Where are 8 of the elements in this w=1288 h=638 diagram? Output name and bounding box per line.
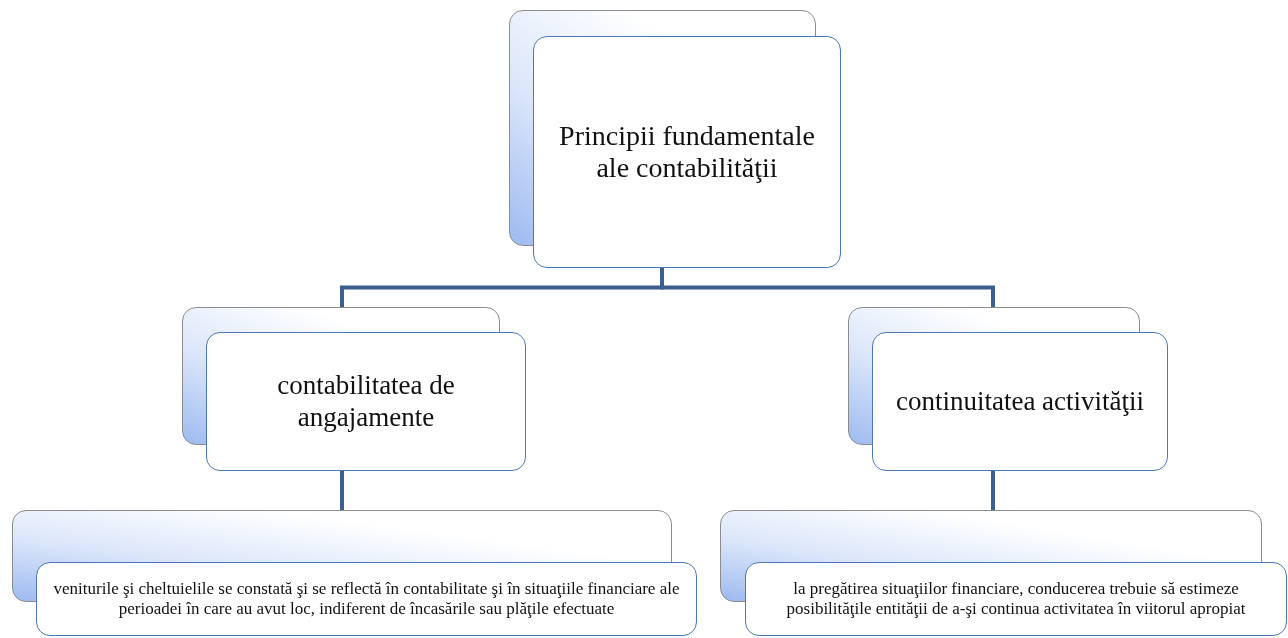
- card-text: Principii fundamentale ale contabilităţii: [558, 119, 816, 185]
- card-text: contabilitatea de angajamente: [276, 370, 456, 433]
- connector-line: [660, 268, 995, 307]
- card-text: continuitatea activităţii: [895, 385, 1145, 417]
- connector-line: [991, 471, 995, 510]
- card-text: veniturile şi cheltuielile se constată şi se reflectă în contabilitate şi în situaţiile financiare ale perioadei în care au avut loc, indiferent de încasările sau plăţile efectuate: [52, 579, 681, 619]
- connector-line: [340, 471, 344, 510]
- card-text: la pregătirea situaţiilor financiare, conducerea trebuie să estimeze posibilităţile entităţii de a-şi continua activitatea în viitorul apropiat: [785, 579, 1247, 619]
